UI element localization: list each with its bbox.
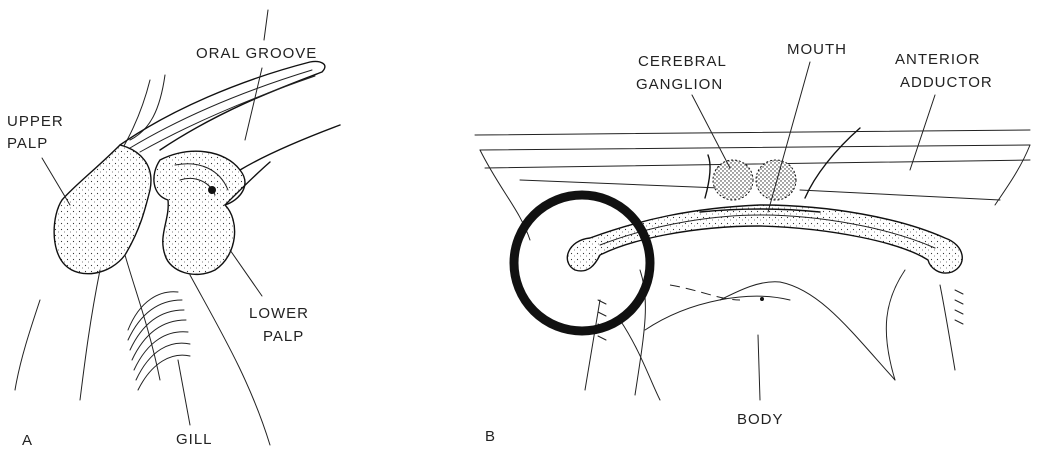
top-pointer-line (264, 10, 268, 40)
cerebral-ganglion-label-line1: CEREBRAL (638, 52, 727, 71)
lower-palp-label-line2: PALP (263, 327, 304, 346)
upper-palp-shape (54, 145, 151, 274)
cerebral-ganglion-leader (692, 95, 730, 168)
body-label: BODY (737, 410, 784, 429)
mouth-label: MOUTH (787, 40, 847, 59)
lower-palp-leader (230, 250, 262, 296)
cerebral-ganglion-label-line2: GANGLION (636, 75, 723, 94)
anterior-adductor-label-line2: ADDUCTOR (900, 73, 993, 92)
anterior-adductor-label-line1: ANTERIOR (895, 50, 981, 69)
lower-palp-label-line1: LOWER (249, 304, 309, 323)
oral-groove-label: ORAL GROOVE (196, 44, 317, 63)
gill-leader (178, 360, 190, 425)
upper-palp-leader (42, 158, 70, 205)
upper-palp-label-line1: UPPER (7, 112, 64, 131)
gill-label: GILL (176, 430, 213, 449)
anterior-adductor-leader (910, 95, 935, 170)
oral-groove-band (120, 61, 325, 150)
panel-a-letter: A (22, 432, 32, 449)
cerebral-ganglion-left (713, 160, 753, 200)
adductor-lines (475, 130, 1030, 135)
panel-a-drawing (15, 10, 340, 445)
lower-palp-shape (154, 151, 245, 274)
panel-b-drawing (475, 62, 1030, 400)
cerebral-ganglion-right (756, 160, 796, 200)
panel-b-letter: B (485, 428, 495, 445)
body-leader (758, 335, 760, 400)
upper-palp-label-line2: PALP (7, 134, 48, 153)
